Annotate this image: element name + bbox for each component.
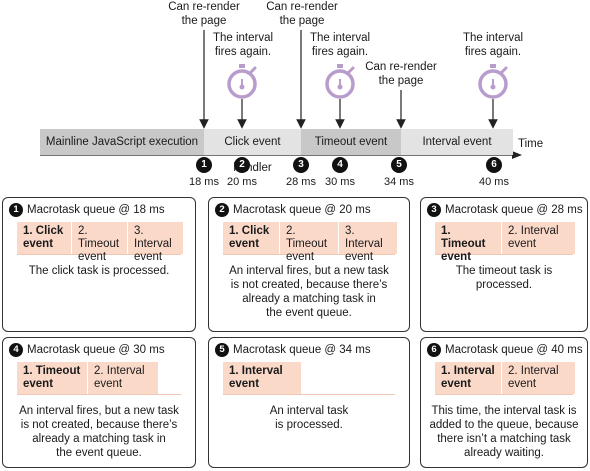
queue-panel-2: 2 Macrotask queue @ 20 ms 1. Click event … xyxy=(208,197,410,332)
queue-cell: 1. Interval event xyxy=(223,362,301,394)
queue-cell: 3. Interval event xyxy=(339,222,397,263)
marker-time: 40 ms xyxy=(479,176,509,188)
time-axis-label: Time xyxy=(518,138,544,150)
queue-cell: 2. Timeout event xyxy=(280,222,338,263)
queue-cell: 1. Timeout event xyxy=(17,362,87,394)
queue-panel-4: 4 Macrotask queue @ 30 ms 1. Timeout even… xyxy=(2,337,196,468)
queue-panel-3: 3 Macrotask queue @ 28 ms 1. Timeout even… xyxy=(420,197,588,332)
segment-click-handler: Click event handler xyxy=(204,129,301,174)
rerender-note-3: Can re-render the page xyxy=(365,61,437,87)
timeline-marker: 4 xyxy=(332,157,348,173)
marker-time: 30 ms xyxy=(325,176,355,188)
panel-title: 2 Macrotask queue @ 20 ms xyxy=(215,203,371,217)
panel-title-text: Macrotask queue @ 40 ms xyxy=(445,344,583,356)
panel-description: An interval fires, but a new task is not… xyxy=(229,265,389,319)
interval-note-3: The interval fires again. xyxy=(462,32,524,58)
queue-cell: 1. Interval event xyxy=(435,362,501,394)
interval-note-2: The interval fires again. xyxy=(309,32,371,58)
stopwatch-icon xyxy=(227,64,257,99)
panel-description: This time, the interval task is added to… xyxy=(429,405,579,459)
queue-row: 1. Interval event 2. Interval event xyxy=(435,362,575,395)
panel-title: 5 Macrotask queue @ 34 ms xyxy=(215,343,371,357)
queue-cell: 1. Click event xyxy=(223,222,279,254)
queue-row: 1. Timeout event 2. Interval event xyxy=(435,222,575,263)
time-axis-arrowhead xyxy=(512,151,522,159)
marker-time: 34 ms xyxy=(384,176,414,188)
marker-time: 28 ms xyxy=(286,176,316,188)
marker-time: 20 ms xyxy=(227,176,257,188)
timeline-marker: 5 xyxy=(391,157,407,173)
segment-mainline: Mainline JavaScript execution xyxy=(40,129,204,155)
stopwatch-icon xyxy=(478,64,508,99)
queue-row: 1. Click event 2. Timeout event 3. Inter… xyxy=(17,222,183,263)
queue-panel-6: 6 Macrotask queue @ 40 ms 1. Interval eve… xyxy=(420,337,588,468)
queue-cell: 1. Timeout event xyxy=(435,222,501,263)
queue-cell: 2. Interval event xyxy=(502,222,575,254)
segment-interval: Interval event xyxy=(401,129,513,155)
step-badge: 4 xyxy=(9,343,23,357)
panel-description: The click task is processed. xyxy=(28,265,170,277)
queue-row: 1. Timeout event 2. Interval event xyxy=(17,362,181,395)
panel-title-text: Macrotask queue @ 18 ms xyxy=(27,204,165,216)
queue-cell: 1. Click event xyxy=(17,222,71,254)
panel-title-text: Macrotask queue @ 34 ms xyxy=(233,344,371,356)
timeline-marker: 2 xyxy=(234,157,250,173)
rerender-note-1: Can re-render the page xyxy=(168,1,240,27)
queue-cell: 2. Interval event xyxy=(502,362,575,394)
stopwatch-icon xyxy=(325,64,355,99)
queue-panel-5: 5 Macrotask queue @ 34 ms 1. Interval eve… xyxy=(208,337,410,468)
panel-title: 6 Macrotask queue @ 40 ms xyxy=(427,343,583,357)
rerender-note-2: Can re-render the page xyxy=(266,1,338,27)
step-badge: 5 xyxy=(215,343,229,357)
timeline-marker: 3 xyxy=(293,157,309,173)
timeline-marker: 6 xyxy=(486,157,502,173)
panel-title: 1 Macrotask queue @ 18 ms xyxy=(9,203,165,217)
queue-row: 1. Click event 2. Timeout event 3. Inter… xyxy=(223,222,397,263)
panel-title-text: Macrotask queue @ 28 ms xyxy=(445,204,583,216)
queue-cell: 2. Timeout event xyxy=(72,222,127,263)
step-badge: 2 xyxy=(215,203,229,217)
queue-panel-1: 1 Macrotask queue @ 18 ms 1. Click event … xyxy=(2,197,196,332)
segment-timeout: Timeout event xyxy=(301,129,401,155)
panel-description: An interval task is processed. xyxy=(269,405,349,431)
timeline-graphics xyxy=(40,30,522,159)
panel-title-text: Macrotask queue @ 30 ms xyxy=(27,344,165,356)
panel-title: 4 Macrotask queue @ 30 ms xyxy=(9,343,165,357)
queue-cell: 2. Interval event xyxy=(88,362,158,394)
interval-note-1: The interval fires again. xyxy=(212,32,274,58)
panel-title-text: Macrotask queue @ 20 ms xyxy=(233,204,371,216)
step-badge: 1 xyxy=(9,203,23,217)
marker-time: 18 ms xyxy=(189,176,219,188)
panel-description: The timeout task is processed. xyxy=(455,265,553,291)
step-badge: 3 xyxy=(427,203,441,217)
panel-description: An interval fires, but a new task is not… xyxy=(19,405,179,459)
queue-cell: 3. Interval event xyxy=(128,222,183,263)
step-badge: 6 xyxy=(427,343,441,357)
panel-title: 3 Macrotask queue @ 28 ms xyxy=(427,203,583,217)
timeline-marker: 1 xyxy=(196,157,212,173)
queue-row: 1. Interval event xyxy=(223,362,395,395)
